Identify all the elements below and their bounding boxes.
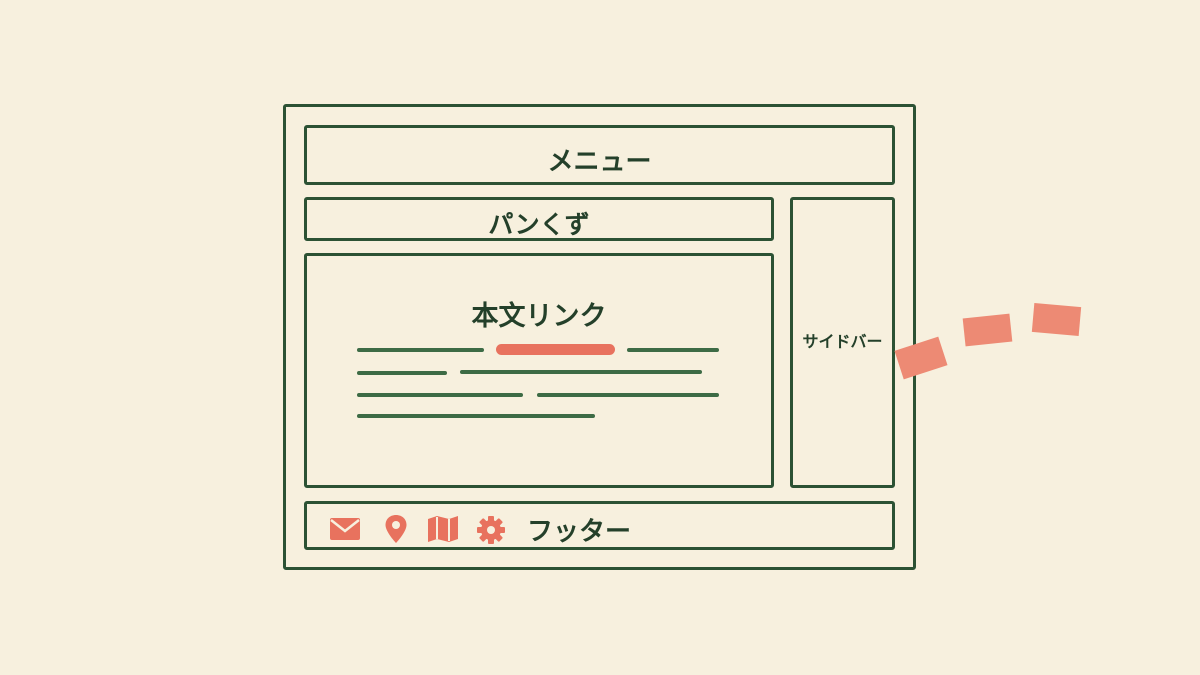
breadcrumb-label: パンくず: [488, 210, 590, 239]
sidebar: サイドバー: [790, 197, 895, 488]
map-icon[interactable]: [427, 515, 459, 543]
footer: フッター: [304, 501, 895, 550]
sidebar-label: サイドバー: [802, 332, 883, 351]
text-line: [460, 370, 702, 374]
content-title: 本文リンク: [471, 301, 607, 332]
footer-label: フッター: [527, 517, 632, 547]
location-pin-icon[interactable]: [384, 514, 408, 544]
text-line: [627, 348, 719, 352]
body-link[interactable]: [496, 344, 615, 355]
menu-label: メニュー: [547, 147, 652, 177]
text-line: [357, 348, 484, 352]
text-line: [357, 414, 595, 418]
page-frame: [283, 104, 916, 570]
sticky-note: [962, 313, 1013, 347]
gear-icon[interactable]: [476, 515, 506, 545]
text-line: [357, 393, 523, 397]
text-line: [537, 393, 719, 397]
main-content: 本文リンク: [304, 253, 774, 488]
menu-bar[interactable]: メニュー: [304, 125, 895, 185]
sticky-note: [1031, 303, 1082, 336]
mail-icon[interactable]: [329, 517, 361, 541]
text-line: [357, 371, 447, 375]
breadcrumb[interactable]: パンくず: [304, 197, 774, 241]
